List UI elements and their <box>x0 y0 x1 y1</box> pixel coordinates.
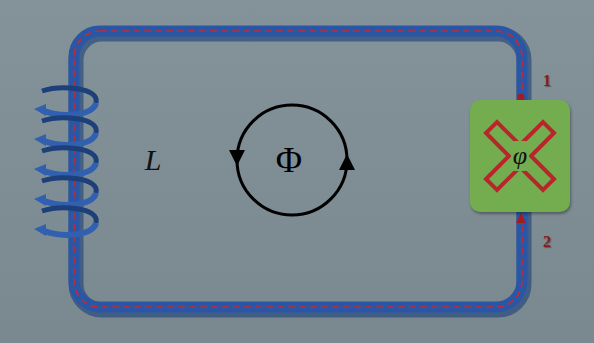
coil-winding-back <box>42 118 96 133</box>
current-path <box>74 31 522 307</box>
terminal-number: 2 <box>543 234 551 250</box>
coil-winding <box>44 193 96 205</box>
coil-winding <box>44 223 96 235</box>
coil-arrow <box>34 224 46 236</box>
phase-symbol: φ <box>511 141 529 171</box>
coil-winding <box>44 133 96 145</box>
terminal-number: 1 <box>543 73 551 89</box>
loop-shadow <box>76 34 524 310</box>
junction-cross-outline <box>486 122 554 190</box>
coil-arrow <box>34 104 46 116</box>
inductor-coil <box>34 88 96 236</box>
superconducting-loop <box>74 31 522 307</box>
coil-winding-back <box>42 178 96 193</box>
josephson-junction: φ <box>470 100 570 212</box>
coil-winding-back <box>42 148 96 163</box>
coil-arrow <box>34 164 46 176</box>
terminal-arrow <box>516 213 526 223</box>
coil-winding-back <box>42 88 96 103</box>
coil-winding <box>44 103 96 115</box>
coil-arrow <box>34 194 46 206</box>
flux-circle <box>237 105 347 215</box>
flux-arrow <box>229 150 245 166</box>
flux-label: Φ <box>276 142 302 178</box>
flux-arrow <box>339 154 355 170</box>
coil-arrow <box>34 134 46 146</box>
inductance-label: L <box>145 145 162 175</box>
coil-winding-back <box>42 208 96 223</box>
coil-winding <box>44 163 96 175</box>
